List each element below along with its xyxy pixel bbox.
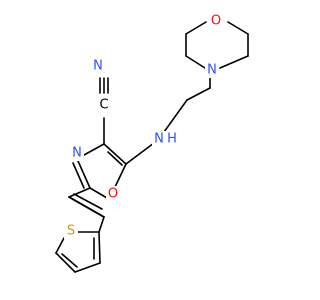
morpholine-nitrogen-label: N [207,63,217,78]
bond-ch2-nh [163,99,188,133]
bond-vinyl-to-thiophene [98,216,105,233]
bond-ch2-ch2 [186,87,211,101]
bond-thiophene-c5-c4-double-b [61,253,78,268]
thiophene-sulfur-label: S [67,224,75,239]
bond-n-c4 [83,143,105,156]
bond-c2-n-double-b [72,162,85,189]
bond-thiophene-c5-c4-double-a [55,252,76,273]
bond-o-c2 [89,187,108,199]
bond-thiophene-c4-c3 [74,262,101,273]
bond-vinyl-double-b [73,193,103,210]
bond-morpholine-c2-n [219,55,249,69]
amine-nitrogen-label: N [154,132,164,147]
molecule-structure: O N N H N C N O S [55,13,249,273]
atom-labels: O N N H N C N O S [64,13,223,239]
bonds [55,21,249,273]
bond-morpholine-c4-o [185,21,207,35]
bond-thiophene-c3-c2-double-a [98,231,101,264]
bond-c2-n-double-a [77,160,91,189]
bond-vinyl-thiophene [68,196,105,218]
morpholine-oxygen-label: O [211,14,221,29]
bond-c4-c5-double-b [107,151,123,166]
bond-c4-c5-double-a [103,143,127,165]
bond-c2-vinyl [68,187,91,198]
nitrile-nitrogen-label: N [93,59,103,74]
amine-hydrogen-label: H [167,132,177,147]
nitrile-carbon-label: C [99,98,108,113]
bond-morpholine-o-c1 [227,21,249,35]
bond-c5-o [114,163,127,188]
bond-nh-c5 [125,142,155,165]
bond-thiophene-s-c5 [55,237,65,254]
bond-morpholine-n-c3 [185,55,206,69]
oxazole-oxygen-label: O [108,187,118,202]
oxazole-nitrogen-label: N [72,146,82,161]
